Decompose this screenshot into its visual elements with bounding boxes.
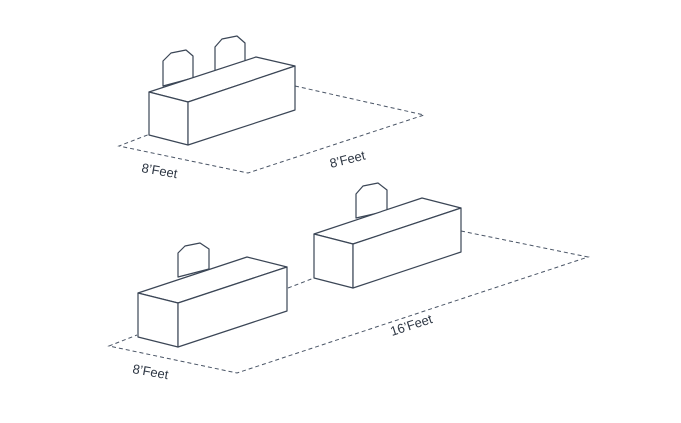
bottom-left-table-side-face	[177, 266, 288, 348]
top-table-side-face	[187, 65, 296, 146]
top-depth-label: 8’Feet	[328, 148, 367, 171]
top-width-label: 8’Feet	[140, 160, 179, 181]
bottom-table-connector	[287, 277, 315, 289]
bottom-table-left	[137, 256, 288, 348]
bottom-right-table-front-face	[313, 233, 354, 289]
bottom-floor-outline	[107, 230, 590, 374]
bottom-width-label: 8’Feet	[131, 361, 170, 382]
top-layout: 8’Feet 8’Feet	[117, 35, 426, 181]
top-table-front-face	[148, 91, 189, 146]
top-floor-outline	[117, 85, 426, 174]
bottom-left-table-front-face	[137, 292, 179, 348]
bottom-right-table-side-face	[352, 207, 462, 289]
bottom-table-right	[313, 197, 462, 289]
bottom-layout: 8’Feet 16’Feet	[107, 182, 590, 382]
top-table	[148, 56, 296, 146]
